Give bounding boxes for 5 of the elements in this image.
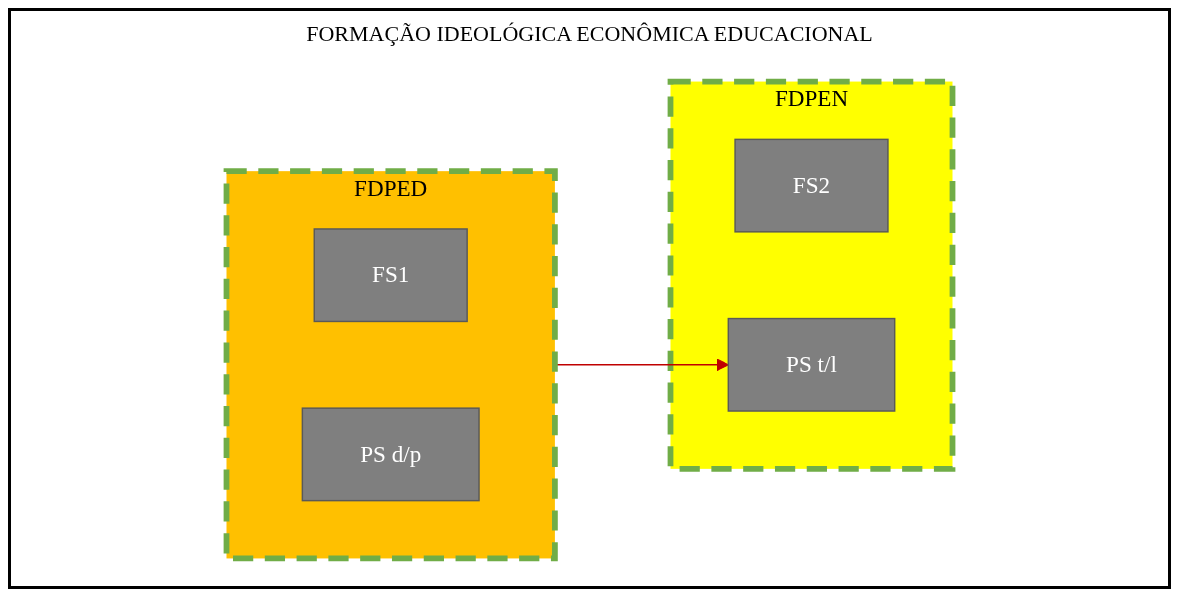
node-box: PS t/l bbox=[727, 317, 896, 412]
node-box: PS d/p bbox=[301, 406, 480, 501]
node-box: FS1 bbox=[313, 227, 468, 322]
node-box: FS2 bbox=[734, 138, 889, 233]
diagram-title: FORMAÇÃO IDEOLÓGICA ECONÔMICA EDUCACIONAL bbox=[306, 21, 873, 47]
